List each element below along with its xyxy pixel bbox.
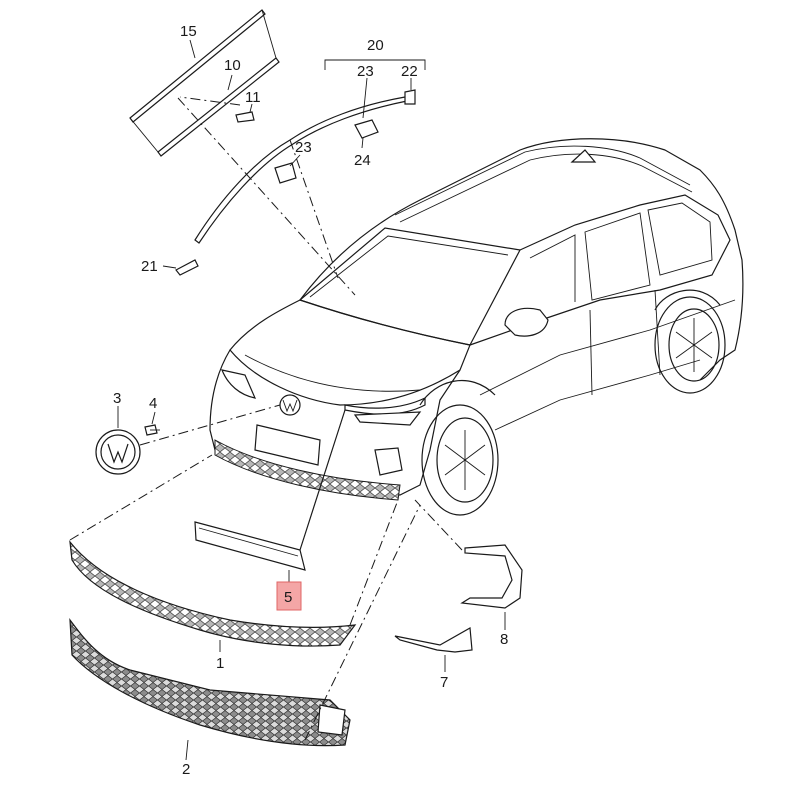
car-illustration xyxy=(209,138,744,516)
label-part-10: 10 xyxy=(224,57,241,74)
highlighted-part-5-label[interactable]: 5 xyxy=(276,581,302,611)
leader-lines xyxy=(69,39,506,761)
label-part-4: 4 xyxy=(149,395,157,412)
label-part-23: 23 xyxy=(295,139,312,156)
label-part-7: 7 xyxy=(440,674,448,691)
label-part-1: 1 xyxy=(216,655,224,672)
label-part-8: 8 xyxy=(500,631,508,648)
callout-labels: 15 10 11 20 23 22 23 24 21 3 4 1 2 7 8 5 xyxy=(113,23,508,778)
label-part-23-top: 23 xyxy=(357,63,374,80)
front-parts xyxy=(69,424,523,747)
label-part-22: 22 xyxy=(401,63,418,80)
label-part-3: 3 xyxy=(113,390,121,407)
label-part-21: 21 xyxy=(141,258,158,275)
label-part-24: 24 xyxy=(354,152,371,169)
windshield-trim-parts xyxy=(129,9,416,276)
label-part-2: 2 xyxy=(182,761,190,778)
label-part-20: 20 xyxy=(367,37,384,54)
label-part-5: 5 xyxy=(284,589,292,606)
label-part-11: 11 xyxy=(245,89,261,106)
highlight-box xyxy=(276,581,302,611)
label-part-15: 15 xyxy=(180,23,197,40)
